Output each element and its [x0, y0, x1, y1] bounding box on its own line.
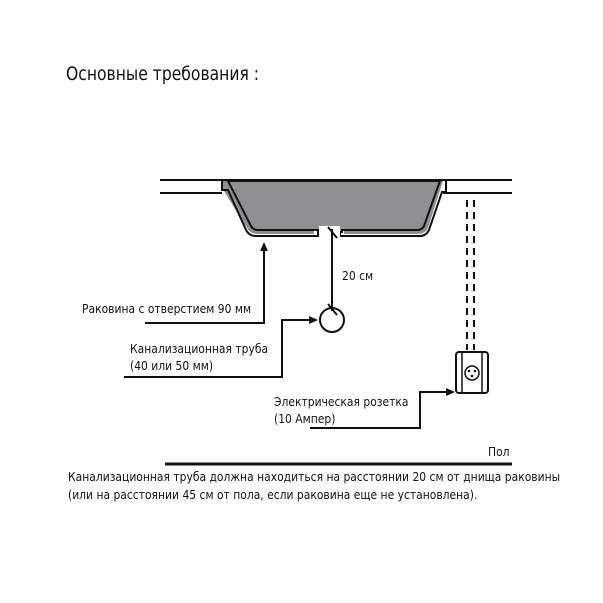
pipe-label-line2: (40 или 50 мм): [130, 358, 214, 373]
socket-label-line2: (10 Ампер): [274, 411, 336, 426]
distance-label: 20 см: [342, 268, 374, 283]
dimension-tick-bottom: [327, 303, 338, 316]
note-line1: Канализационная труба должна находиться …: [68, 469, 561, 484]
sink-arrowhead-icon: [260, 242, 268, 251]
sink-inner: [226, 180, 442, 233]
pipe-arrowhead-icon: [309, 316, 318, 324]
sink-label: Раковина с отверстием 90 мм: [82, 301, 252, 316]
socket-leader-line: [310, 391, 448, 429]
pipe-leader-line: [124, 319, 312, 378]
socket-outlet-icon: [464, 365, 480, 381]
electric-socket: [455, 351, 489, 394]
drain-pipe-circle: [319, 307, 345, 333]
page-title: Основные требования :: [66, 63, 260, 85]
sink-outline: [221, 181, 447, 237]
note-line2: (или на расстоянии 45 см от пола, если р…: [68, 487, 478, 502]
socket-label-line1: Электрическая розетка: [274, 394, 409, 409]
socket-arrowhead-icon: [446, 388, 455, 396]
dimension-tick-top: [327, 226, 338, 239]
floor-label: Пол: [488, 444, 510, 459]
pipe-label-line1: Канализационная труба: [130, 341, 269, 356]
sink-leader-line: [145, 248, 265, 324]
